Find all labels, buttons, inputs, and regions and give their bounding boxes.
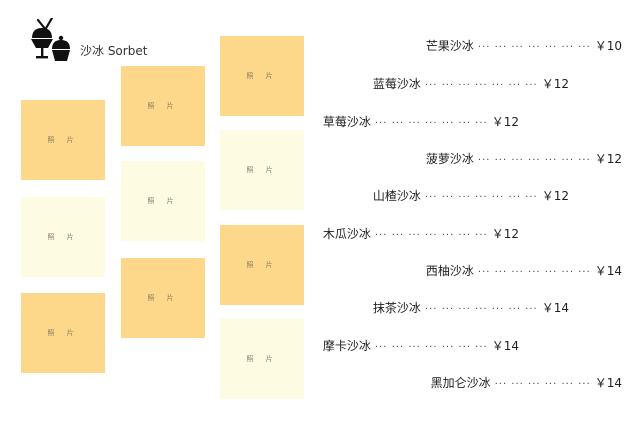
- photo-placeholder: 照 片: [220, 319, 304, 399]
- item-price: ￥12: [594, 152, 622, 166]
- item-name: 菠萝沙冰: [425, 152, 474, 166]
- menu-item: 西柚沙冰··· ··· ··· ··· ··· ··· ···￥14: [426, 263, 622, 281]
- menu-item: 抹茶沙冰··· ··· ··· ··· ··· ··· ···￥14: [373, 300, 569, 318]
- leader-dots: ··· ··· ··· ··· ··· ··· ···: [424, 80, 538, 91]
- leader-dots: ··· ··· ··· ··· ··· ··· ···: [424, 304, 538, 315]
- item-name: 芒果沙冰: [425, 39, 474, 53]
- dessert-logo-icon: [31, 18, 70, 61]
- menu-item: 山楂沙冰··· ··· ··· ··· ··· ··· ···￥12: [373, 188, 569, 206]
- item-price: ￥14: [594, 376, 622, 390]
- leader-dots: ··· ··· ··· ··· ··· ··· ···: [374, 342, 488, 353]
- photo-placeholder: 照 片: [220, 225, 304, 305]
- photo-placeholder: 照 片: [121, 258, 205, 338]
- cupcake-icon: [52, 35, 70, 61]
- menu-item: 木瓜沙冰··· ··· ··· ··· ··· ··· ···￥12: [323, 226, 519, 244]
- item-price: ￥12: [491, 115, 519, 129]
- item-price: ￥10: [594, 39, 622, 53]
- menu-item: 芒果沙冰··· ··· ··· ··· ··· ··· ···￥10: [426, 38, 622, 56]
- item-name: 黑加仑沙冰: [430, 376, 491, 390]
- item-name: 摩卡沙冰: [322, 339, 371, 353]
- photo-placeholder: 照 片: [220, 36, 304, 116]
- photo-placeholder: 照 片: [220, 130, 304, 210]
- item-name: 木瓜沙冰: [322, 227, 371, 241]
- menu-item: 蓝莓沙冰··· ··· ··· ··· ··· ··· ···￥12: [373, 76, 569, 94]
- item-price: ￥14: [491, 339, 519, 353]
- item-price: ￥12: [541, 77, 569, 91]
- photo-placeholder: 照 片: [21, 197, 105, 277]
- leader-dots: ··· ··· ··· ··· ··· ··· ···: [374, 118, 488, 129]
- item-price: ￥14: [541, 301, 569, 315]
- menu-item: 摩卡沙冰··· ··· ··· ··· ··· ··· ···￥14: [323, 338, 519, 356]
- item-price: ￥12: [491, 227, 519, 241]
- menu-item: 菠萝沙冰··· ··· ··· ··· ··· ··· ···￥12: [426, 151, 622, 169]
- leader-dots: ··· ··· ··· ··· ··· ··· ···: [477, 42, 591, 53]
- item-name: 山楂沙冰: [372, 189, 421, 203]
- leader-dots: ··· ··· ··· ··· ··· ··· ···: [477, 155, 591, 166]
- item-name: 草莓沙冰: [322, 115, 371, 129]
- item-name: 西柚沙冰: [425, 264, 474, 278]
- leader-dots: ··· ··· ··· ··· ··· ··· ···: [424, 192, 538, 203]
- item-name: 蓝莓沙冰: [372, 77, 421, 91]
- item-price: ￥14: [594, 264, 622, 278]
- ice-cream-sundae-icon: [31, 18, 54, 59]
- leader-dots: ··· ··· ··· ··· ··· ···: [494, 379, 591, 390]
- item-name: 抹茶沙冰: [372, 301, 421, 315]
- brand-title: 沙冰 Sorbet: [80, 44, 148, 58]
- menu-item: 草莓沙冰··· ··· ··· ··· ··· ··· ···￥12: [323, 114, 519, 132]
- menu-item: 黑加仑沙冰··· ··· ··· ··· ··· ···￥14: [431, 375, 622, 393]
- leader-dots: ··· ··· ··· ··· ··· ··· ···: [374, 230, 488, 241]
- photo-placeholder: 照 片: [121, 161, 205, 241]
- item-price: ￥12: [541, 189, 569, 203]
- photo-placeholder: 照 片: [21, 100, 105, 180]
- photo-placeholder: 照 片: [121, 66, 205, 146]
- leader-dots: ··· ··· ··· ··· ··· ··· ···: [477, 267, 591, 278]
- photo-placeholder: 照 片: [21, 293, 105, 373]
